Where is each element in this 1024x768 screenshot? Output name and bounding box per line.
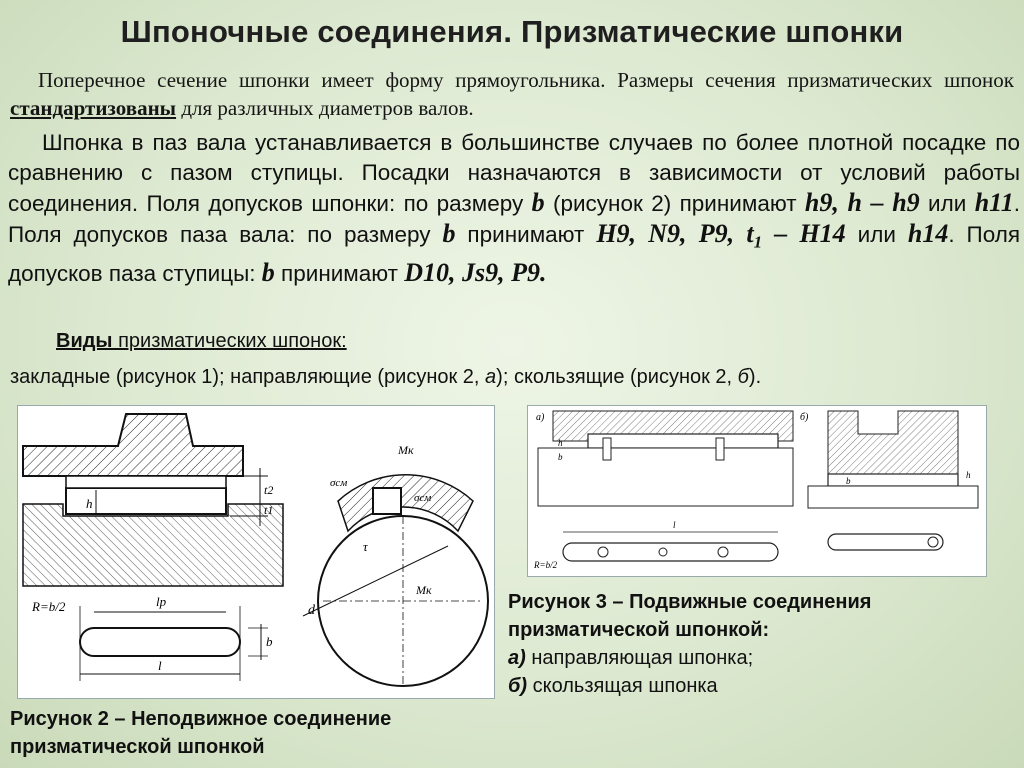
figure-3-drawing: а) б) h b l R=b/2 h b (527, 405, 987, 577)
formula-P9: P9 (511, 257, 541, 287)
para-text: принимают (455, 222, 597, 247)
para-text: Шпонка в паз вала устанавливается в боль… (8, 130, 1020, 216)
types-text: ); скользящие (рисунок 2, (496, 366, 738, 388)
fig3-R: R=b/2 (533, 560, 558, 570)
formula-t1-sub: 1 (753, 232, 763, 252)
intro-text-2: для различных диаметров валов. (176, 96, 474, 120)
formula-h14: h14 (907, 219, 949, 248)
fig3-l: l (673, 520, 676, 530)
key-types-heading: Виды призматических шпонок: (56, 330, 347, 353)
figure-3-svg: а) б) h b l R=b/2 h b (533, 410, 979, 570)
types-a: а (485, 366, 497, 388)
cap3-b-label: б) (508, 675, 528, 697)
cap3-a-label: а) (508, 647, 526, 669)
figure-2-svg: h t2 t1 Mк σсм σсм τ d Mк R=b/2 lp b l (22, 413, 489, 687)
intro-bold-standardized: стандартизованы (10, 96, 177, 120)
para-text: , (832, 188, 848, 217)
formula-H9: H9 (596, 219, 630, 248)
types-text: закладные (рисунок 1); направляющие (рис… (10, 366, 486, 388)
fig2-tau: τ (363, 539, 369, 554)
para-text: , (449, 257, 463, 287)
shaft-section (22, 503, 284, 587)
key-plan-view (79, 627, 241, 657)
cap3-b-text: скользящая шпонка (527, 675, 718, 697)
tolerance-paragraph: Шпонка в паз вала устанавливается в боль… (8, 128, 1020, 289)
types-rest: призматических шпонок: (112, 330, 347, 352)
types-bold: Виды (56, 330, 113, 352)
intro-text-1: Поперечное сечение шпонки имеет форму пр… (38, 68, 1014, 92)
para-text: или (845, 222, 908, 247)
formula-h11: h11 (974, 188, 1014, 217)
types-b: б (737, 366, 749, 388)
fig2-lp-label: lp (156, 594, 167, 609)
intro-paragraph: Поперечное сечение шпонки имеет форму пр… (10, 66, 1014, 122)
para-text: . Поля допусков паза вала: по размеру (8, 191, 1020, 247)
formula-Js9: Js9 (462, 257, 499, 287)
figure-3-caption-a: а) направляющая шпонка; (508, 644, 1018, 672)
para-text: , (629, 219, 649, 248)
formula-b: b (531, 188, 545, 217)
para-text: или (919, 191, 975, 216)
fig3a-shaft (537, 447, 794, 507)
key-types-list: закладные (рисунок 1); направляющие (рис… (10, 366, 761, 389)
formula-h-h9: h – h9 (847, 188, 920, 217)
fig2-mk-top: Mк (397, 443, 414, 457)
page-title: Шпоночные соединения. Призматические шпо… (120, 14, 904, 49)
fig2-sigma-left: σсм (330, 477, 347, 489)
fig3-a-label: а) (536, 412, 545, 423)
fig2-R-label: R=b/2 (31, 599, 66, 614)
fig3b-h: h (966, 470, 971, 480)
fig3a-key (587, 433, 779, 449)
fig3b-b: b (846, 476, 851, 486)
fig2-h-label: h (86, 496, 93, 511)
hub-section (22, 413, 244, 477)
para-text: (рисунок 2) принимают (544, 191, 805, 216)
fig3b-shaft (807, 485, 979, 509)
fig3b-key-plan (827, 533, 944, 551)
formula-b: b (261, 257, 275, 287)
formula-N9: N9 (648, 219, 681, 248)
fig3-b-label: б) (800, 412, 809, 423)
para-text: , (498, 257, 512, 287)
types-text: ). (748, 366, 762, 388)
formula-b: b (442, 219, 456, 248)
fig2-mk-bottom: Mк (415, 583, 432, 597)
para-text: . (540, 257, 547, 287)
fig2-t2-label: t2 (264, 483, 273, 497)
formula-D10: D10 (404, 257, 450, 287)
figure-3-caption-title: Рисунок 3 – Подвижные соединения призмат… (508, 591, 872, 641)
figure-3-caption: Рисунок 3 – Подвижные соединения призмат… (508, 588, 1018, 700)
para-text: . Поля допусков паза ступицы: (8, 222, 1021, 286)
cap3-a-text: направляющая шпонка; (525, 647, 754, 669)
fig2-d: d (308, 603, 316, 618)
fig2-l-label: l (158, 658, 162, 673)
fig3a-key-plan (562, 542, 779, 562)
fig3a-b: b (558, 452, 563, 462)
hub-groove (65, 475, 227, 489)
fig3b-hub (827, 410, 959, 475)
figure-3-caption-b: б) скользящая шпонка (508, 672, 1018, 700)
figure-2-caption: Рисунок 2 – Неподвижное соединение призм… (10, 708, 392, 758)
formula-P9: P9 (698, 219, 728, 248)
fig2-b-label: b (266, 634, 273, 649)
para-text: , (680, 219, 699, 248)
formula-H14: – H14 (762, 219, 846, 248)
fig2-sigma-right: σсм (414, 492, 431, 504)
para-text: , (727, 219, 747, 248)
fig3a-h: h (558, 438, 563, 448)
para-text: принимают (274, 260, 405, 286)
fig2-t1-label: t1 (264, 503, 273, 517)
figure-2-drawing: h t2 t1 Mк σсм σсм τ d Mк R=b/2 lp b l (17, 405, 495, 699)
formula-t1: t (746, 219, 754, 248)
key-section (372, 487, 402, 515)
formula-h9: h9 (804, 188, 833, 217)
